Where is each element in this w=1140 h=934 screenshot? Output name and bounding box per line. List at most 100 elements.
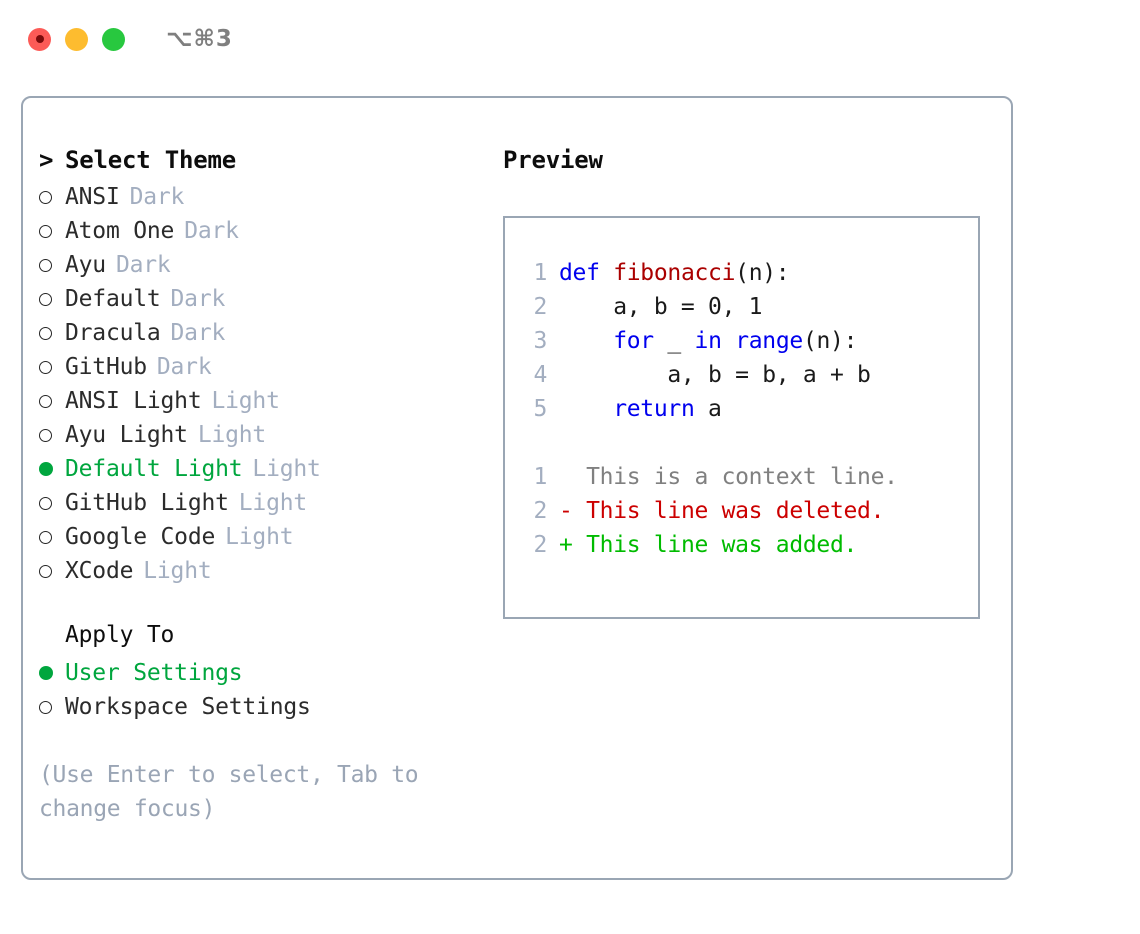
- diff-sign: +: [559, 532, 587, 558]
- theme-item-ansi-dark[interactable]: ANSI Dark: [39, 180, 491, 214]
- theme-item-default-light[interactable]: Default Light Light: [39, 452, 491, 486]
- diff-sign: -: [559, 498, 587, 524]
- theme-item-label: Atom One: [65, 217, 175, 244]
- main-panel: > Select Theme ANSI Dark Atom One Dark A…: [21, 96, 1013, 880]
- apply-to-option-label: Workspace Settings: [65, 693, 311, 720]
- theme-item-label: Ayu: [65, 251, 106, 278]
- code-token: in: [694, 328, 722, 354]
- theme-item-kind: Dark: [115, 251, 171, 278]
- theme-item-kind: Dark: [156, 353, 212, 380]
- theme-item-kind: Light: [238, 489, 308, 516]
- diff-text: This line was deleted.: [586, 498, 885, 524]
- theme-item-label: Google Code: [65, 523, 216, 550]
- code-token: a, b = 0, 1: [559, 294, 763, 320]
- theme-item-kind: Dark: [170, 319, 226, 346]
- apply-to-option-workspace-settings[interactable]: Workspace Settings: [39, 690, 491, 724]
- code-token: range: [735, 328, 803, 354]
- apply-to-option-user-settings[interactable]: User Settings: [39, 656, 491, 690]
- theme-item-kind: Light: [252, 456, 321, 482]
- preview-column: Preview 1 def fibonacci(n): 2 a, b = 0, …: [503, 146, 993, 619]
- code-line: 3 for _ in range(n):: [521, 328, 971, 362]
- preview-box: 1 def fibonacci(n): 2 a, b = 0, 1 3 for …: [503, 216, 980, 619]
- theme-item-default-dark[interactable]: Default Dark: [39, 282, 491, 316]
- theme-selection-column: > Select Theme ANSI Dark Atom One Dark A…: [39, 146, 491, 826]
- radio-unselected-icon: [39, 690, 65, 724]
- title-bar: ⌥⌘3: [0, 0, 1140, 78]
- diff-line-added: 2 + This line was added.: [521, 532, 971, 566]
- window-title-shortcut: ⌥⌘3: [166, 26, 233, 52]
- close-button[interactable]: [28, 27, 51, 51]
- code-token: for: [613, 328, 654, 354]
- theme-item-atom-one-dark[interactable]: Atom One Dark: [39, 214, 491, 248]
- theme-item-kind: Light: [197, 421, 267, 448]
- apply-to-option-label: User Settings: [65, 660, 243, 686]
- line-number: 3: [533, 328, 547, 354]
- code-token: [559, 396, 613, 422]
- theme-item-label: ANSI Light: [65, 387, 202, 414]
- theme-item-xcode-light[interactable]: XCode Light: [39, 554, 491, 588]
- minimize-button[interactable]: [65, 27, 88, 51]
- line-number: 2: [533, 294, 547, 320]
- code-line: 5 return a: [521, 396, 971, 430]
- code-token: [722, 328, 736, 354]
- theme-item-label: Default: [65, 285, 161, 312]
- theme-item-label: Ayu Light: [65, 421, 188, 448]
- diff-text: This is a context line.: [586, 464, 898, 490]
- line-number: 4: [533, 362, 547, 388]
- theme-item-github-dark[interactable]: GitHub Dark: [39, 350, 491, 384]
- theme-item-label: ANSI: [65, 183, 120, 210]
- line-number: 1: [533, 464, 547, 490]
- code-token: def: [559, 260, 614, 286]
- theme-list-title: Select Theme: [65, 146, 236, 174]
- code-token: _: [653, 328, 695, 354]
- theme-item-kind: Dark: [170, 285, 226, 312]
- code-blank-line: [521, 430, 971, 464]
- line-number: 2: [533, 532, 547, 558]
- theme-item-google-code[interactable]: Google Code Light: [39, 520, 491, 554]
- list-spacer: [39, 588, 491, 622]
- radio-unselected-icon: [39, 214, 65, 248]
- code-token: a, b = b, a + b: [559, 362, 871, 388]
- keyboard-hint-text: (Use Enter to select, Tab to change focu…: [39, 762, 419, 822]
- theme-item-kind: Dark: [129, 183, 185, 210]
- theme-item-ayu-dark[interactable]: Ayu Dark: [39, 248, 491, 282]
- theme-item-ansi-light[interactable]: ANSI Light Light: [39, 384, 491, 418]
- diff-line-context: 1 This is a context line.: [521, 464, 971, 498]
- zoom-button[interactable]: [102, 27, 125, 51]
- line-number: 2: [533, 498, 547, 524]
- code-sample: 1 def fibonacci(n): 2 a, b = 0, 1 3 for …: [521, 260, 971, 566]
- radio-unselected-icon: [39, 520, 65, 554]
- radio-unselected-icon: [39, 248, 65, 282]
- code-line: 2 a, b = 0, 1: [521, 294, 971, 328]
- radio-unselected-icon: [39, 350, 65, 384]
- code-token: (n):: [735, 260, 790, 286]
- preview-title: Preview: [503, 146, 603, 174]
- radio-unselected-icon: [39, 554, 65, 588]
- theme-item-ayu-light[interactable]: Ayu Light Light: [39, 418, 491, 452]
- code-token: [559, 328, 613, 354]
- code-line: 1 def fibonacci(n):: [521, 260, 971, 294]
- theme-item-label: Dracula: [65, 319, 161, 346]
- radio-selected-icon: [39, 452, 65, 486]
- radio-unselected-icon: [39, 384, 65, 418]
- selection-caret-icon: >: [39, 146, 54, 174]
- theme-item-label: XCode: [65, 557, 134, 584]
- theme-item-label: GitHub Light: [65, 489, 229, 516]
- diff-text: This line was added.: [586, 532, 858, 558]
- theme-list-header: > Select Theme: [39, 146, 491, 180]
- theme-item-kind: Light: [225, 523, 294, 550]
- theme-item-label: GitHub: [65, 353, 147, 380]
- code-token: (n):: [802, 328, 858, 354]
- radio-unselected-icon: [39, 282, 65, 316]
- code-line: 4 a, b = b, a + b: [521, 362, 971, 396]
- theme-item-kind: Dark: [184, 217, 239, 244]
- theme-item-dracula-dark[interactable]: Dracula Dark: [39, 316, 491, 350]
- code-token: return: [613, 396, 695, 422]
- code-token: a: [694, 396, 722, 422]
- apply-to-label: Apply To: [39, 622, 491, 656]
- radio-unselected-icon: [39, 180, 65, 214]
- theme-item-label: Default Light: [65, 456, 243, 482]
- radio-unselected-icon: [39, 316, 65, 350]
- theme-item-github-light[interactable]: GitHub Light Light: [39, 486, 491, 520]
